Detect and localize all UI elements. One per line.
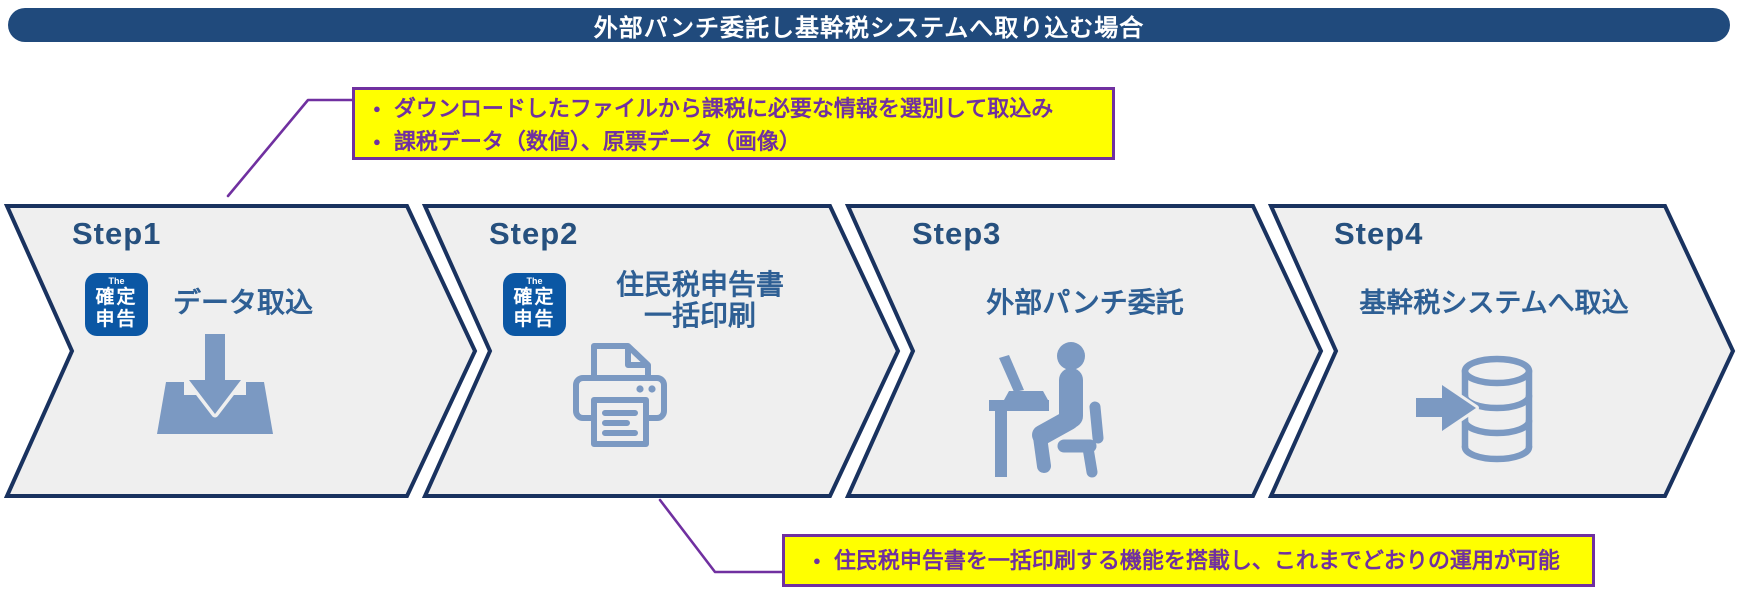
step2-title-line1: 住民税申告書 bbox=[615, 269, 785, 300]
callout-top-line2: 課税データ（数値）、原票データ（画像） bbox=[393, 128, 801, 154]
step2-title-line2: 一括印刷 bbox=[643, 300, 757, 331]
list-item: ● 住民税申告書を一括印刷する機能を搭載し、これまでどおりの運用が可能 bbox=[813, 544, 1592, 577]
list-item: ● ダウンロードしたファイルから課税に必要な情報を選別して取込み bbox=[373, 92, 1112, 125]
callout-bottom-line1: 住民税申告書を一括印刷する機能を搭載し、これまでどおりの運用が可能 bbox=[833, 548, 1560, 573]
step2-title: 住民税申告書 一括印刷 bbox=[616, 269, 784, 331]
kakutei-shinkoku-app-icon: The 確定 申告 bbox=[503, 273, 566, 336]
connector-top bbox=[226, 98, 356, 198]
bullet-icon: ● bbox=[813, 553, 821, 568]
kakutei-shinkoku-app-icon: The 確定 申告 bbox=[85, 273, 148, 336]
step4-label: Step4 bbox=[1334, 216, 1424, 251]
app-icon-line1: 確定 bbox=[95, 287, 138, 308]
connector-bottom bbox=[658, 498, 786, 574]
title-banner: 外部パンチ委託し基幹税システムへ取り込む場合 bbox=[8, 8, 1730, 42]
step3-label: Step3 bbox=[912, 216, 1002, 251]
step2-label: Step2 bbox=[489, 216, 579, 251]
app-icon-line1: 確定 bbox=[513, 287, 556, 308]
app-icon-line2: 申告 bbox=[95, 309, 138, 330]
step3-title: 外部パンチ委託 bbox=[986, 287, 1184, 318]
database-import-icon bbox=[1413, 355, 1533, 463]
app-icon-brand: The bbox=[108, 276, 125, 286]
step3-chevron bbox=[844, 204, 1324, 498]
callout-top: ● ダウンロードしたファイルから課税に必要な情報を選別して取込み ● 課税データ… bbox=[352, 87, 1115, 160]
import-tray-icon bbox=[157, 330, 273, 434]
callout-bottom: ● 住民税申告書を一括印刷する機能を搭載し、これまでどおりの運用が可能 bbox=[782, 534, 1595, 587]
step1-label: Step1 bbox=[72, 216, 162, 251]
step1-title: データ取込 bbox=[172, 287, 314, 318]
app-icon-line2: 申告 bbox=[513, 309, 556, 330]
step4-title: 基幹税システムへ取込 bbox=[1359, 288, 1629, 318]
printer-icon bbox=[573, 343, 667, 447]
bullet-icon: ● bbox=[373, 100, 381, 116]
page-title: 外部パンチ委託し基幹税システムへ取り込む場合 bbox=[593, 14, 1145, 42]
step4-chevron bbox=[1267, 204, 1736, 498]
app-icon-brand: The bbox=[526, 276, 543, 286]
list-item: ● 課税データ（数値）、原票データ（画像） bbox=[373, 125, 1112, 158]
bullet-icon: ● bbox=[373, 133, 381, 149]
person-at-desk-icon bbox=[989, 342, 1104, 478]
callout-top-line1: ダウンロードしたファイルから課税に必要な情報を選別して取込み bbox=[393, 95, 1054, 121]
